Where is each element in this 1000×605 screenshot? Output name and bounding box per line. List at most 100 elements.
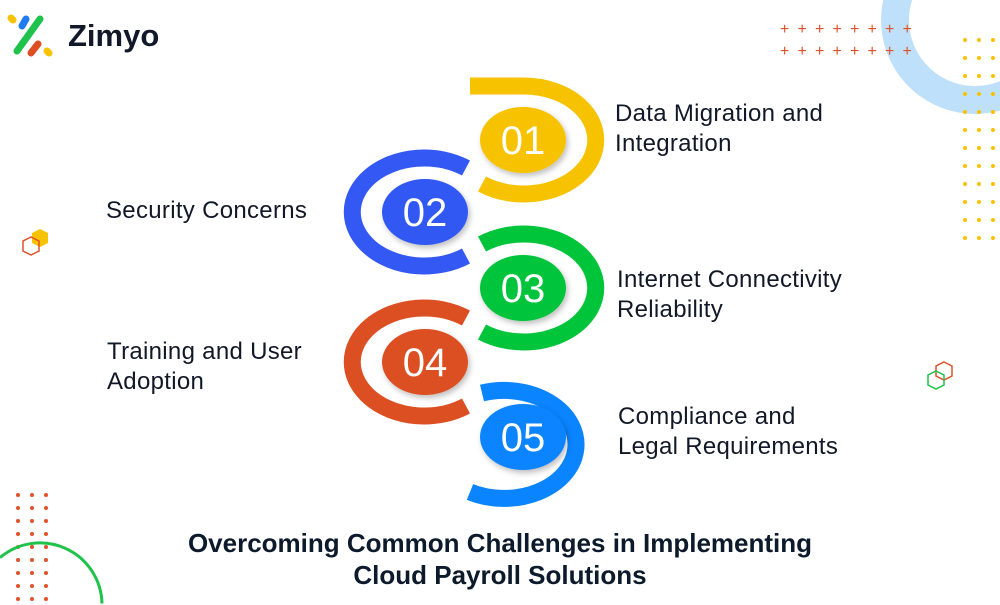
dot	[977, 182, 981, 186]
dot	[977, 200, 981, 204]
dot	[30, 584, 34, 588]
dot	[963, 182, 967, 186]
page-title: Overcoming Common Challenges in Implemen…	[187, 528, 813, 590]
plus-mark: +	[833, 43, 842, 60]
zimyo-logo-icon	[7, 14, 53, 57]
dot	[44, 597, 48, 601]
badge-disc	[382, 179, 468, 245]
plus-mark: +	[903, 21, 912, 38]
dot	[44, 571, 48, 575]
dot	[16, 558, 20, 562]
dot	[16, 584, 20, 588]
step-number: 05	[501, 416, 546, 460]
dot	[991, 38, 995, 42]
plus-mark: +	[798, 43, 807, 60]
plus-mark: +	[903, 43, 912, 60]
dot	[963, 218, 967, 222]
dot	[16, 519, 20, 523]
plus-mark: +	[885, 43, 894, 60]
dot	[30, 493, 34, 497]
dot	[30, 571, 34, 575]
decor-hexagon-outline-orange	[22, 236, 40, 256]
dot	[44, 545, 48, 549]
ring-01	[470, 77, 605, 203]
dot	[977, 74, 981, 78]
dot	[963, 200, 967, 204]
dot	[16, 571, 20, 575]
dot	[991, 218, 995, 222]
dot	[30, 532, 34, 536]
dot	[963, 236, 967, 240]
dot	[991, 128, 995, 132]
dot	[44, 584, 48, 588]
plus-mark: +	[833, 21, 842, 38]
badge-disc	[382, 329, 468, 395]
dot	[977, 92, 981, 96]
dot	[977, 110, 981, 114]
dot	[44, 506, 48, 510]
dot	[44, 532, 48, 536]
dot	[977, 56, 981, 60]
plus-mark: +	[850, 21, 859, 38]
dot	[963, 146, 967, 150]
dot	[977, 128, 981, 132]
decor-hexagon-outline-green	[927, 370, 945, 390]
dot	[991, 146, 995, 150]
plus-mark: +	[868, 21, 877, 38]
step-number: 01	[501, 119, 546, 163]
dot	[30, 558, 34, 562]
plus-mark: +	[780, 21, 789, 38]
step-number: 02	[403, 191, 448, 235]
step-04-badge: 04	[382, 329, 468, 395]
dot	[16, 532, 20, 536]
decor-ring-green	[0, 541, 104, 604]
ring-02	[343, 149, 470, 275]
ring-04	[343, 299, 470, 425]
dot	[44, 493, 48, 497]
dot	[963, 38, 967, 42]
step-number: 03	[501, 267, 546, 311]
dot	[44, 558, 48, 562]
step-01-badge: 01	[480, 107, 566, 173]
plus-mark: +	[780, 43, 789, 60]
plus-mark: +	[815, 21, 824, 38]
dot	[44, 519, 48, 523]
dot	[991, 110, 995, 114]
badge-disc	[480, 255, 566, 321]
dot	[963, 128, 967, 132]
dot	[977, 164, 981, 168]
plus-mark: +	[885, 21, 894, 38]
dot	[991, 92, 995, 96]
dot	[977, 38, 981, 42]
dot	[16, 506, 20, 510]
ring-05	[466, 381, 585, 507]
dot	[977, 236, 981, 240]
plus-mark: +	[798, 21, 807, 38]
step-03-badge: 03	[480, 255, 566, 321]
decor-plus-grid: ++++++++++++++++	[780, 21, 912, 60]
step-number: 04	[403, 341, 448, 385]
dot	[991, 74, 995, 78]
dot	[963, 92, 967, 96]
step-05-badge: 05	[480, 404, 566, 470]
step-02-badge: 02	[382, 179, 468, 245]
badge-disc	[480, 107, 566, 173]
dot	[30, 519, 34, 523]
plus-mark: +	[815, 43, 824, 60]
dot	[991, 236, 995, 240]
dot	[977, 218, 981, 222]
dot	[991, 200, 995, 204]
decor-dot-grid-orange	[16, 493, 48, 601]
ring-03	[478, 225, 605, 351]
dot	[963, 110, 967, 114]
plus-mark: +	[868, 43, 877, 60]
dot	[963, 164, 967, 168]
dot	[16, 493, 20, 497]
step-02-label: Security Concerns	[106, 197, 308, 224]
dot	[963, 74, 967, 78]
